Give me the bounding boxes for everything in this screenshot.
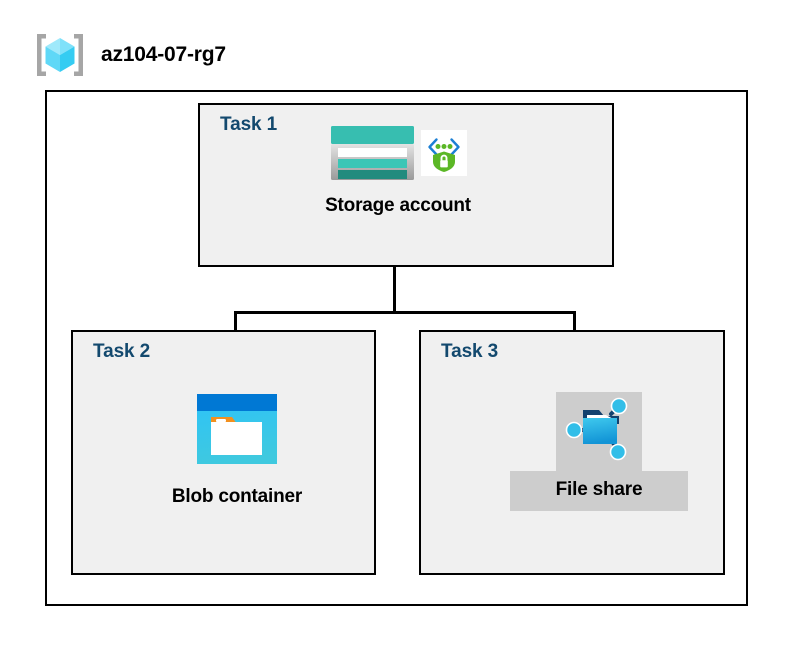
storage-account-icon: [330, 125, 415, 186]
node-blob-container[interactable]: Blob container: [151, 393, 323, 508]
storage-account-caption: Storage account: [325, 195, 471, 216]
resource-group-title: az104-07-rg7: [101, 43, 226, 66]
node-file-share[interactable]: File share: [510, 392, 688, 511]
blob-container-caption: Blob container: [171, 486, 303, 507]
connector-storage-stem: [393, 267, 396, 313]
connector-horizontal-bar: [234, 311, 576, 314]
file-share-icon-plate: [556, 392, 642, 471]
blob-container-icon: [196, 393, 278, 470]
task-1-label: Task 1: [220, 114, 278, 135]
file-share-caption: File share: [510, 471, 688, 511]
resource-group-cube-icon: [33, 28, 87, 82]
storage-account-icon-row: [330, 123, 467, 187]
task-2-label: Task 2: [93, 341, 151, 362]
task-3-label: Task 3: [441, 341, 499, 362]
resource-group-header: az104-07-rg7: [33, 28, 226, 82]
file-share-icon: [561, 394, 637, 469]
node-storage-account[interactable]: Storage account: [296, 123, 500, 217]
secure-endpoint-shield-icon: [420, 129, 467, 181]
